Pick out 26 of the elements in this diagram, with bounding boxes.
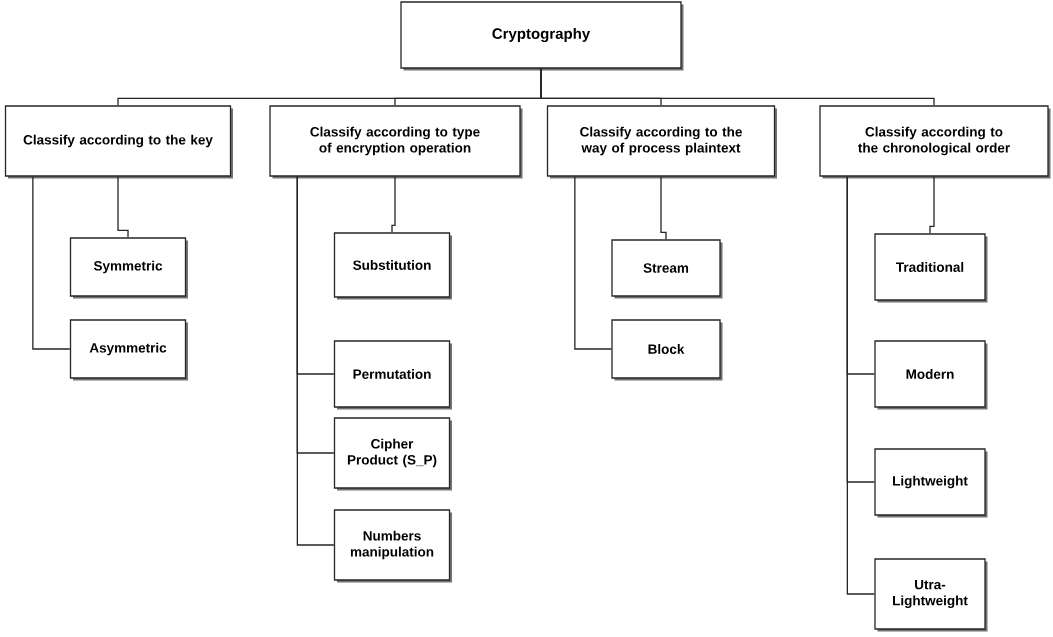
category-box: Utra- Lightweight — [874, 558, 988, 632]
category-box: Classify according to the chronological order — [819, 105, 1051, 179]
category-box: Modern — [874, 340, 988, 410]
connector-line — [574, 176, 612, 350]
category-box: Substitution — [333, 232, 452, 300]
connector-line — [296, 176, 335, 546]
category-box: Asymmetric — [69, 319, 188, 381]
category-box: Traditional — [874, 233, 988, 303]
category-box: Stream — [611, 239, 723, 299]
connector-line — [929, 176, 935, 234]
category-box: Classify according to the key — [4, 105, 233, 179]
connector-line — [540, 68, 935, 106]
category-box: Permutation — [333, 340, 452, 410]
category-box: Symmetric — [69, 237, 188, 299]
category-box: Classify according to the way of process plaintext — [546, 105, 777, 179]
category-box: Classify according to type of encryption operation — [269, 105, 523, 179]
connector-line — [117, 176, 129, 238]
connector-line — [846, 176, 875, 595]
connector-line — [660, 176, 667, 240]
category-box: Block — [611, 319, 723, 381]
category-box: Numbers manipulation — [333, 509, 452, 583]
root-box: Cryptography — [400, 1, 684, 71]
category-box: Cipher Product (S_P) — [333, 417, 452, 491]
connector-line — [32, 176, 71, 350]
connector-line — [391, 176, 396, 233]
category-box: Lightweight — [874, 448, 988, 518]
